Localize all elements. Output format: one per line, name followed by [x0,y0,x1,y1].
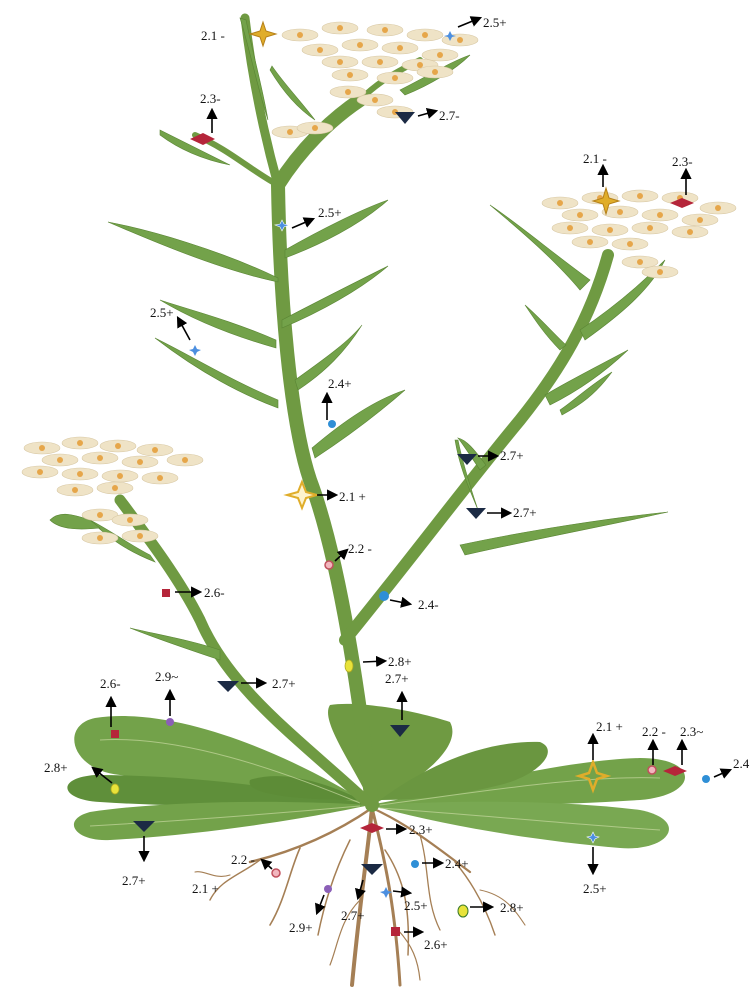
label-leaf-left-25: 2.5+ [150,305,174,320]
blue-star-symbol [189,345,201,356]
label-stem-28: 2.8+ [388,654,412,669]
pink-circle-symbol [272,869,280,877]
label-rosette-right-25: 2.5+ [583,881,607,896]
label-rosette-right-24: 2.4 [733,756,750,771]
red-square-symbol [391,927,400,936]
blue-dot-symbol [379,591,389,601]
navy-triangle-symbol [217,681,239,692]
label-leaf-24: 2.4+ [328,376,352,391]
root-system [195,808,525,985]
label-fl-top-25: 2.5+ [483,15,507,30]
label-rosette-right-21: 2.1 + [596,719,623,734]
flower-cluster-left [22,437,203,544]
label-root-24: 2.4+ [445,856,469,871]
label-root-27: 2.7+ [341,908,365,923]
label-stem-22: 2.2 - [348,541,372,556]
purple-dot-symbol [324,885,332,893]
label-stem-25: 2.5+ [318,205,342,220]
label-root-23: 2.3+ [409,822,433,837]
blue-dot-symbol [411,860,419,868]
label-stem-21: 2.1 + [339,489,366,504]
label-br-right-27b: 2.7+ [513,505,537,520]
red-square-symbol [111,730,119,738]
yellow-drop-symbol [111,784,119,794]
label-rosette-right-23: 2.3~ [680,724,703,739]
blue-dot-symbol [328,420,336,428]
label-fl-right-23: 2.3- [672,154,693,169]
flower-cluster-right [542,190,736,278]
label-fl-right-21: 2.1 - [583,151,607,166]
label-base-27: 2.7+ [385,671,409,686]
label-rosette-29: 2.9~ [155,669,178,684]
red-square-symbol [162,589,170,597]
label-stem-24: 2.4- [418,597,439,612]
label-root-21: 2.1 + [192,881,219,896]
label-br-left-27: 2.7+ [272,676,296,691]
label-rosette-27: 2.7+ [122,873,146,888]
label-rosette-right-22: 2.2 - [642,724,666,739]
blue-dot-symbol [702,775,710,783]
purple-dot-symbol [166,718,174,726]
pink-circle-symbol [648,766,656,774]
label-fl-top-27: 2.7- [439,108,460,123]
label-fl-top-21: 2.1 - [201,28,225,43]
label-br-left-23: 2.3- [200,91,221,106]
label-root-29: 2.9+ [289,920,313,935]
gold-star-symbol [250,22,276,46]
label-root-22: 2.2 - [231,852,255,867]
pink-circle-symbol [325,561,333,569]
label-root-26: 2.6+ [424,937,448,952]
yellow-drop-symbol [345,660,353,672]
label-root-28: 2.8+ [500,900,524,915]
label-rosette-26: 2.6- [100,676,121,691]
yellow-drop-symbol [458,905,468,917]
label-br-right-27a: 2.7+ [500,448,524,463]
label-root-25: 2.5+ [404,898,428,913]
navy-triangle-symbol [466,508,486,519]
label-br-left-26: 2.6- [204,585,225,600]
label-rosette-28: 2.8+ [44,760,68,775]
red-diamond-symbol [360,823,384,833]
